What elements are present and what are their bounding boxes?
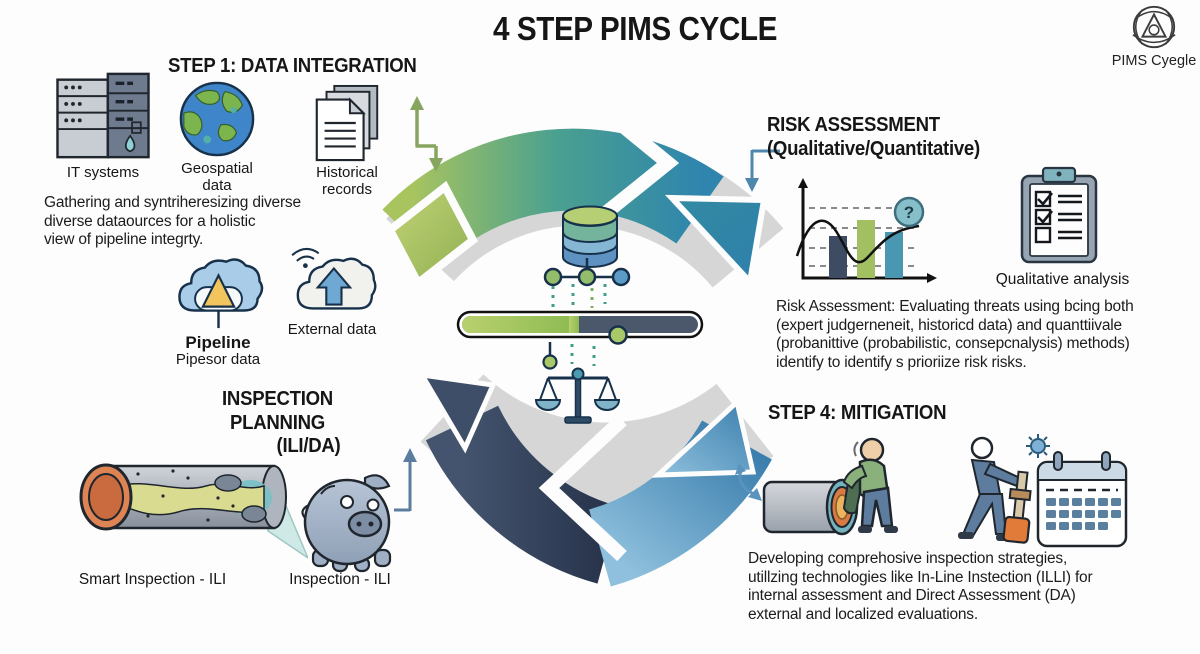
dashed-flow-lower: [542, 342, 596, 370]
question-icon: [893, 196, 925, 228]
pig-inspection-label: Inspection - ILI: [289, 571, 391, 588]
logo-icon: [1132, 5, 1176, 49]
progress-bar-icon: [456, 310, 704, 345]
historical-item: Historical records: [305, 84, 389, 199]
inspection-connector-arrow: [394, 448, 417, 512]
inspection-pig-icon: [301, 474, 392, 573]
mitigation-heading: STEP 4: MITIGATION: [768, 402, 947, 424]
step1-description: Gathering and syntriheresizing diverse d…: [44, 194, 301, 249]
it-systems-label: IT systems: [66, 164, 140, 181]
arc-top-arrowhead: [664, 194, 768, 289]
pipeline-label-bold: Pipeline: [185, 333, 251, 352]
arc-bottom-left-arrowhead: [417, 371, 497, 454]
inspection-heading: INSPECTION PLANNING (ILI/DA): [165, 388, 390, 459]
external-data-item: External data: [282, 240, 382, 339]
geospatial-label: Geospatial data: [181, 160, 253, 194]
mitigation-connector-arrow: [735, 463, 762, 501]
risk-graph-icon: ?: [795, 178, 937, 283]
historical-label: Historical records: [316, 164, 378, 198]
it-systems-item: IT systems: [48, 70, 158, 182]
question-glyph: ?: [904, 203, 914, 222]
progress-knob: [608, 325, 628, 345]
logo-label: PIMS Cyegle: [1111, 53, 1197, 69]
documents-icon: [315, 84, 379, 162]
brand-logo: PIMS Cyegle: [1108, 2, 1200, 69]
risk-connector-arrow: [745, 149, 780, 192]
gear-sun-icon: [1026, 434, 1050, 458]
pipeline-cutaway-icon: [79, 463, 308, 559]
maintenance-schedule-icon: [958, 434, 1128, 548]
globe-icon: [179, 81, 255, 157]
inspection-heading-line2: (ILI/DA): [276, 435, 341, 458]
inspection-heading-line1: INSPECTION PLANNING: [222, 388, 333, 434]
pipeline-data-item: Pipeline Pipesor data: [168, 250, 268, 369]
balance-scale-icon: [534, 367, 621, 424]
dashed-flow-upper: [551, 284, 607, 308]
clipboard-checklist-icon: [1020, 166, 1098, 264]
cloud-warning-icon: [177, 258, 263, 329]
risk-curve: [795, 219, 920, 264]
network-nodes-icon: [543, 258, 631, 287]
server-rack-icon: [56, 72, 150, 159]
step1-heading: STEP 1: DATA INTEGRATION: [168, 55, 417, 77]
cloud-upload-icon: [291, 247, 377, 310]
risk-bar-teal: [885, 232, 903, 278]
arc-top-diamond: [384, 180, 479, 290]
cycle-arc-bottom-left: [425, 405, 620, 584]
geospatial-item: Geospatial data: [172, 80, 262, 195]
risk-bar-green: [857, 220, 875, 278]
qualitative-label: Qualitative analysis: [995, 271, 1130, 288]
pipeline-label: Pipesor data: [175, 350, 261, 368]
risk-bar-navy: [829, 236, 847, 278]
database-icon: [562, 205, 618, 268]
external-data-label: External data: [287, 321, 377, 338]
green-zigzag-arrow: [410, 96, 443, 172]
arc-bottom-right-arrowhead: [651, 397, 757, 478]
arc-bottom-notch: [538, 414, 627, 562]
risk-heading: RISK ASSESSMENT (Qualitative/Quantitativ…: [767, 114, 980, 160]
risk-description: Risk Assessment: Evaluating threats usin…: [776, 298, 1134, 371]
mitigation-description: Developing comprehosive inspection strat…: [748, 550, 1093, 623]
pipe-repair-icon: [762, 437, 898, 536]
smart-inspection-label: Smart Inspection - ILI: [78, 571, 227, 588]
page-title: 4 STEP PIMS CYCLE: [493, 10, 777, 47]
